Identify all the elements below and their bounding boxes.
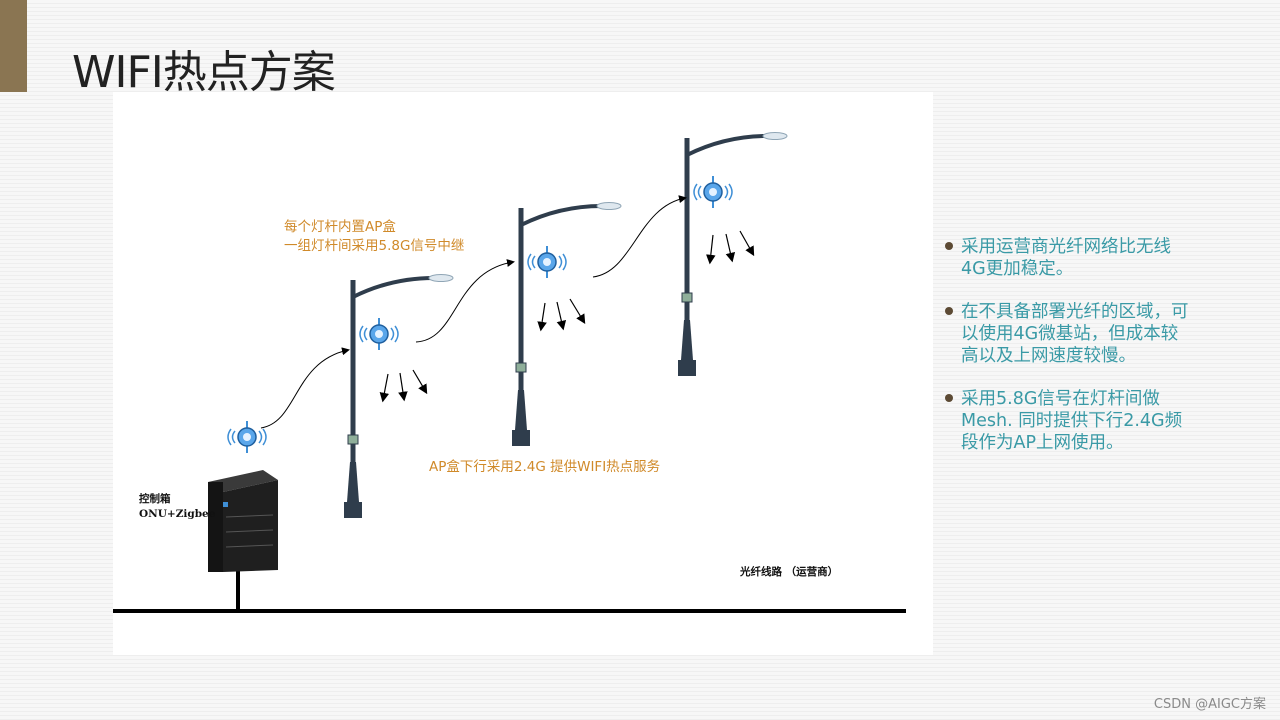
pole1-ap-icon xyxy=(359,317,399,351)
accent-bar xyxy=(0,0,27,92)
control-cabinet-icon xyxy=(208,470,278,572)
downlink-arrows xyxy=(379,230,755,403)
pole2-ap-icon xyxy=(527,245,567,279)
annotation-top: 每个灯杆内置AP盒 一组灯杆间采用5.8G信号中继 xyxy=(284,218,464,256)
annotation-top-line2: 一组灯杆间采用5.8G信号中继 xyxy=(284,238,465,254)
network-diagram: 每个灯杆内置AP盒 一组灯杆间采用5.8G信号中继 AP盒下行采用2.4G 提供… xyxy=(113,92,933,655)
bullet-text: 采用5.8G信号在灯杆间做Mesh. 同时提供下行2.4G频段作为AP上网使用。 xyxy=(961,389,1183,453)
watermark: CSDN @AIGC方案 xyxy=(1153,697,1266,712)
bullet-list: 采用运营商光纤网络比无线4G更加稳定。 在不具备部署光纤的区域，可以使用4G微基… xyxy=(944,236,1194,475)
annotation-bottom: AP盒下行采用2.4G 提供WIFI热点服务 xyxy=(429,459,661,475)
bullet-item: 采用5.8G信号在灯杆间做Mesh. 同时提供下行2.4G频段作为AP上网使用。 xyxy=(944,388,1194,454)
annotation-top-line1: 每个灯杆内置AP盒 xyxy=(284,219,396,235)
bullet-dot-icon xyxy=(945,307,953,315)
cabinet-sublabel: ONU+Zigbee xyxy=(139,508,216,520)
bullet-dot-icon xyxy=(945,394,953,402)
street-pole-3 xyxy=(676,130,789,378)
bullet-item: 采用运营商光纤网络比无线4G更加稳定。 xyxy=(944,236,1194,280)
diagram-drawing xyxy=(113,130,906,613)
street-pole-1 xyxy=(342,272,455,520)
slide-title: WIFI热点方案 xyxy=(72,47,336,98)
fiber-label: 光纤线路 （运营商） xyxy=(740,566,839,578)
bullet-item: 在不具备部署光纤的区域，可以使用4G微基站，但成本较高以及上网速度较慢。 xyxy=(944,301,1194,367)
relay-arrows xyxy=(260,195,687,429)
bullet-dot-icon xyxy=(945,242,953,250)
bullet-text: 采用运营商光纤网络比无线4G更加稳定。 xyxy=(961,237,1171,279)
pole3-ap-icon xyxy=(693,175,733,209)
cabinet-ap-icon xyxy=(227,420,267,454)
bullet-text: 在不具备部署光纤的区域，可以使用4G微基站，但成本较高以及上网速度较慢。 xyxy=(961,302,1189,366)
cabinet-label: 控制箱 xyxy=(139,493,171,505)
street-pole-2 xyxy=(510,200,623,448)
